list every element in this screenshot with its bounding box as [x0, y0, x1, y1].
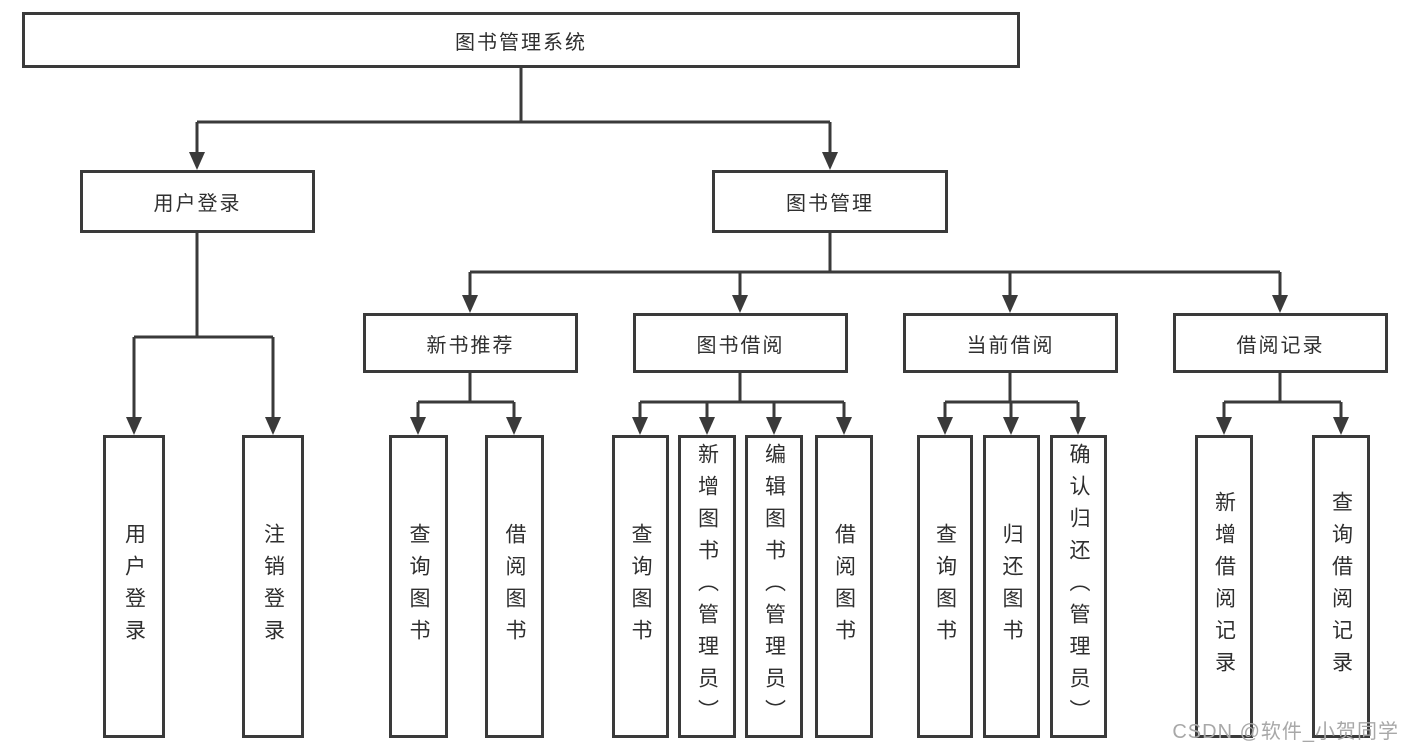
leaf-borrow-books-borrowing: 借阅图书 [815, 435, 873, 738]
node-book-management: 图书管理 [712, 170, 948, 233]
connector-borrowing-to-leaves [638, 373, 846, 421]
arrowhead [410, 417, 426, 435]
leaf-label: 新增图书（管理员） [695, 442, 719, 731]
node-label: 图书借阅 [696, 334, 785, 357]
arrowhead [632, 417, 648, 435]
leaf-edit-books-admin: 编辑图书（管理员） [745, 435, 803, 738]
node-book-borrowing: 图书借阅 [633, 313, 848, 373]
connector-recommend-to-leaves [416, 373, 516, 421]
leaf-add-borrow-record: 新增借阅记录 [1195, 435, 1253, 738]
leaf-query-books-recommend: 查询图书 [389, 435, 448, 738]
arrowhead [1216, 417, 1232, 435]
leaf-label: 注销登录 [261, 522, 285, 651]
arrowhead [1003, 417, 1019, 435]
leaf-query-books-borrowing: 查询图书 [612, 435, 669, 738]
arrowhead [1070, 417, 1086, 435]
node-label: 借阅记录 [1236, 334, 1325, 357]
node-library-management-system: 图书管理系统 [22, 12, 1020, 68]
leaf-label: 新增借阅记录 [1212, 490, 1236, 683]
leaf-label: 编辑图书（管理员） [762, 442, 786, 731]
node-label: 图书管理 [786, 193, 874, 215]
leaf-label: 借阅图书 [503, 522, 526, 651]
connector-bookmgmt-to-level3 [468, 233, 1282, 299]
leaf-user-login: 用户登录 [103, 435, 165, 738]
leaf-label: 确认归还（管理员） [1067, 442, 1090, 731]
leaf-label: 查询借阅记录 [1329, 490, 1353, 683]
leaf-label: 查询图书 [629, 522, 652, 651]
csdn-watermark: CSDN @软件_小贺同学 [1172, 721, 1399, 743]
leaf-logout: 注销登录 [242, 435, 304, 738]
arrowhead [822, 152, 838, 170]
arrowhead [1333, 417, 1349, 435]
arrowhead [732, 295, 748, 313]
arrowhead [126, 417, 142, 435]
arrowhead [766, 417, 782, 435]
leaf-borrow-books-recommend: 借阅图书 [485, 435, 544, 738]
leaf-query-borrow-record: 查询借阅记录 [1312, 435, 1370, 738]
leaf-query-books-current: 查询图书 [917, 435, 973, 738]
leaf-add-books-admin: 新增图书（管理员） [678, 435, 736, 738]
arrowhead [189, 152, 205, 170]
node-current-borrowing: 当前借阅 [903, 313, 1118, 373]
arrowhead [699, 417, 715, 435]
arrowhead [836, 417, 852, 435]
arrowhead [1272, 295, 1288, 313]
leaf-label: 归还图书 [1000, 522, 1023, 651]
leaf-label: 查询图书 [933, 522, 957, 651]
node-new-book-recommendation: 新书推荐 [363, 313, 578, 373]
connector-records-to-leaves [1222, 373, 1343, 421]
node-label: 用户登录 [153, 193, 242, 215]
arrowhead [506, 417, 522, 435]
node-user-login: 用户登录 [80, 170, 315, 233]
connector-root-to-level2 [195, 68, 832, 156]
arrowhead [265, 417, 281, 435]
node-label: 当前借阅 [966, 334, 1055, 357]
node-label: 新书推荐 [426, 334, 515, 357]
leaf-label: 用户登录 [122, 522, 146, 651]
arrowhead [937, 417, 953, 435]
leaf-return-books: 归还图书 [983, 435, 1040, 738]
arrowhead [462, 295, 478, 313]
connector-login-to-leaves [132, 233, 275, 421]
leaf-confirm-return-admin: 确认归还（管理员） [1050, 435, 1107, 738]
leaf-label: 借阅图书 [832, 522, 856, 651]
arrowhead [1002, 295, 1018, 313]
leaf-label: 查询图书 [407, 522, 430, 651]
connector-current-to-leaves [943, 373, 1080, 421]
node-label: 图书管理系统 [455, 31, 587, 54]
node-borrowing-records: 借阅记录 [1173, 313, 1388, 373]
